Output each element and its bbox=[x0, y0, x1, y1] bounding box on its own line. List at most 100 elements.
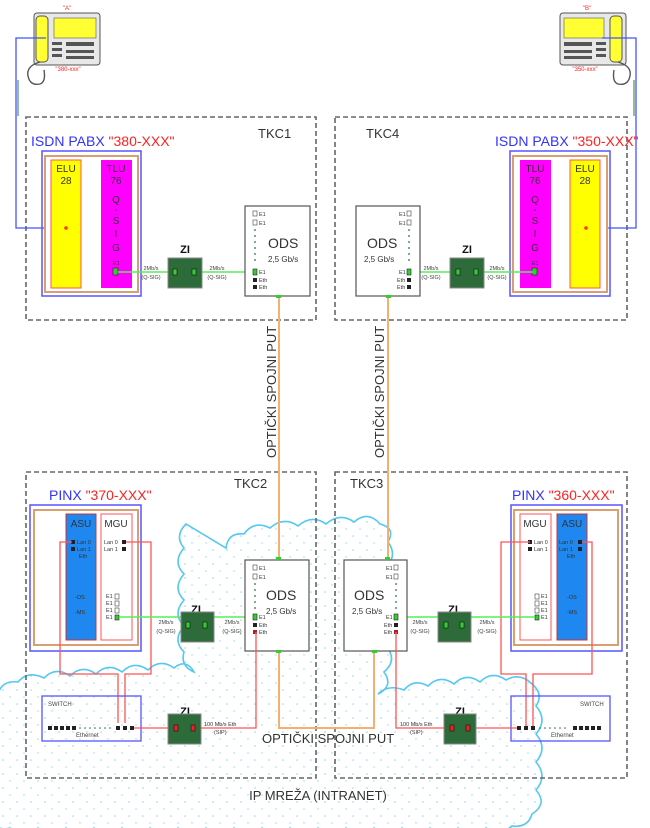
tkc1-ods[interactable]: E1 E1 E1 Eth Eth ODS 2,5 Gb/s bbox=[244, 205, 311, 298]
ods-speed: 2,5 Gb/s bbox=[268, 255, 298, 264]
ods-title: ODS bbox=[367, 235, 397, 251]
ods-port-label: Eth bbox=[259, 278, 267, 284]
tkc2-zi-eth-device[interactable] bbox=[167, 713, 202, 745]
tkc2-mgu-card[interactable] bbox=[100, 513, 133, 641]
link-rate: 2Mb/s bbox=[159, 620, 174, 626]
tkc4-pbx-chassis bbox=[509, 150, 611, 297]
tkc1-pbx-number: "380-XXX" bbox=[109, 133, 175, 149]
asu-ms-label: -MS bbox=[567, 610, 577, 616]
site-tkc2-label: TKC2 bbox=[234, 476, 267, 491]
ods-port-label: Eth bbox=[397, 278, 405, 284]
ods-port-label: E1 bbox=[259, 615, 266, 621]
mgu-e1-label: E1 bbox=[106, 601, 113, 607]
fiber-links bbox=[278, 297, 389, 729]
tkc2-switch[interactable]: SWITCH Ethernet bbox=[41, 695, 142, 742]
tkc2-pbx-title: PINX bbox=[49, 487, 82, 503]
ods-speed: 2,5 Gb/s bbox=[352, 607, 382, 616]
switch-label: SWITCH bbox=[48, 702, 72, 708]
tkc3-asu-card[interactable] bbox=[556, 513, 588, 641]
tlu-g: G bbox=[112, 243, 120, 254]
fiber-label-bottom: OPTIČKI SPOJNI PUT bbox=[262, 731, 394, 746]
mgu-e1-label: E1 bbox=[106, 594, 113, 600]
tkc4-elu-card[interactable] bbox=[569, 159, 601, 289]
tkc1-elu-card[interactable] bbox=[50, 159, 82, 289]
tkc1-pbx-title: ISDN PABX bbox=[31, 133, 105, 149]
ip-network-label: IP MREŽA (INTRANET) bbox=[249, 788, 387, 803]
site-tkc1-boundary bbox=[25, 116, 317, 321]
mgu-e1-label: E1 bbox=[106, 608, 113, 614]
ods-port-label: E1 bbox=[259, 212, 266, 218]
link-rate: 2Mb/s bbox=[210, 266, 225, 272]
ods-port-label: Eth bbox=[259, 623, 267, 629]
link-rate: 2Mb/s bbox=[480, 620, 495, 626]
tkc2-ods[interactable]: E1 E1 E1 Eth Eth ODS 2,5 Gb/s bbox=[244, 557, 310, 653]
zi-label: ZI bbox=[180, 244, 190, 256]
tkc4-zi-device[interactable] bbox=[449, 257, 485, 289]
handset-icon bbox=[609, 15, 623, 63]
tkc3-zi-eth-device[interactable] bbox=[443, 713, 477, 745]
link-protocol: (Q-SIG) bbox=[410, 629, 429, 635]
link-protocol: (Q-SIG) bbox=[477, 629, 496, 635]
tlu-e1-label: E1 bbox=[113, 261, 120, 267]
site-tkc3-boundary bbox=[334, 471, 628, 779]
svg-text:ISDN PABX "380-XXX": ISDN PABX "380-XXX" bbox=[31, 133, 175, 149]
tlu-dash: - bbox=[114, 205, 117, 216]
link-rate: 2Mb/s bbox=[144, 266, 159, 272]
phone-a-name: "A" bbox=[63, 6, 71, 12]
tkc3-switch[interactable]: SWITCH Ethernet bbox=[510, 695, 611, 742]
asu-label: ASU bbox=[562, 519, 583, 530]
tkc2-asu-card[interactable] bbox=[65, 513, 97, 641]
ods-port-label: Eth bbox=[384, 623, 392, 629]
link-protocol: (Q-SIG) bbox=[141, 275, 160, 281]
site-tkc1-label: TKC1 bbox=[258, 126, 291, 141]
tkc3-zi-e1-device[interactable] bbox=[437, 611, 472, 643]
elu-number: 28 bbox=[579, 176, 591, 187]
phone-b[interactable] bbox=[559, 12, 631, 86]
tkc3-pinx-chassis bbox=[510, 504, 623, 652]
tkc3-mgu-card[interactable] bbox=[519, 513, 552, 641]
mgu-e1-label: E1 bbox=[541, 594, 548, 600]
tlu-e1-label: E1 bbox=[532, 261, 539, 267]
tkc4-tlu-card[interactable] bbox=[520, 160, 551, 288]
tkc4-ods[interactable]: E1 E1 E1 Eth Eth ODS 2,5 Gb/s bbox=[355, 205, 421, 298]
tlu-number: 76 bbox=[529, 176, 541, 187]
link-rate: 2Mb/s bbox=[490, 266, 505, 272]
ods-title: ODS bbox=[266, 587, 296, 603]
asu-os-label: -OS bbox=[75, 595, 85, 601]
mgu-e1-label: E1 bbox=[541, 601, 548, 607]
phone-a[interactable] bbox=[27, 12, 101, 86]
link-protocol: (Q-SIG) bbox=[487, 275, 506, 281]
eth-link-rate: 100 Mb/s Eth bbox=[204, 722, 236, 728]
ods-port-label: E1 bbox=[399, 221, 406, 227]
ods-port-label: E1 bbox=[259, 575, 266, 581]
mgu-port-label: Lan 0 bbox=[104, 540, 118, 546]
phone-a-number: "380-xxx" bbox=[55, 67, 80, 73]
asu-port-label: Lan 1 bbox=[77, 547, 91, 553]
switch-port-label: Ethernet bbox=[76, 733, 99, 739]
tkc3-ods[interactable]: E1 E1 E1 Eth Eth ODS 2,5 Gb/s bbox=[343, 557, 408, 653]
asu-ms-label: -MS bbox=[75, 610, 85, 616]
zi-label: ZI bbox=[180, 706, 190, 718]
tlu-g: G bbox=[531, 243, 539, 254]
phone-a-line bbox=[15, 37, 65, 229]
svg-text:PINX "370-XXX": PINX "370-XXX" bbox=[49, 487, 152, 503]
tkc2-pbx-number: "370-XXX" bbox=[86, 487, 152, 503]
ods-port-label: E1 bbox=[259, 566, 266, 572]
svg-text:PINX "360-XXX": PINX "360-XXX" bbox=[512, 487, 615, 503]
ods-title: ODS bbox=[354, 587, 384, 603]
link-rate: 2Mb/s bbox=[413, 620, 428, 626]
ods-port-label: E1 bbox=[386, 575, 393, 581]
tkc1-tlu-card[interactable] bbox=[101, 160, 132, 288]
mgu-e1-label: E1 bbox=[541, 608, 548, 614]
mgu-label: MGU bbox=[523, 519, 546, 530]
link-protocol: (Q-SIG) bbox=[156, 629, 175, 635]
asu-port-label: Eth bbox=[79, 554, 87, 560]
handset-icon bbox=[35, 15, 49, 63]
site-tkc2-boundary bbox=[25, 471, 317, 779]
site-tkc4-boundary bbox=[334, 116, 628, 321]
asu-port-label: Lan 0 bbox=[559, 540, 573, 546]
ods-port-label: Eth bbox=[384, 630, 392, 636]
tlu-e1-port[interactable] bbox=[112, 267, 119, 276]
ods-speed: 2,5 Gb/s bbox=[364, 255, 394, 264]
link-rate: 2Mb/s bbox=[225, 620, 240, 626]
